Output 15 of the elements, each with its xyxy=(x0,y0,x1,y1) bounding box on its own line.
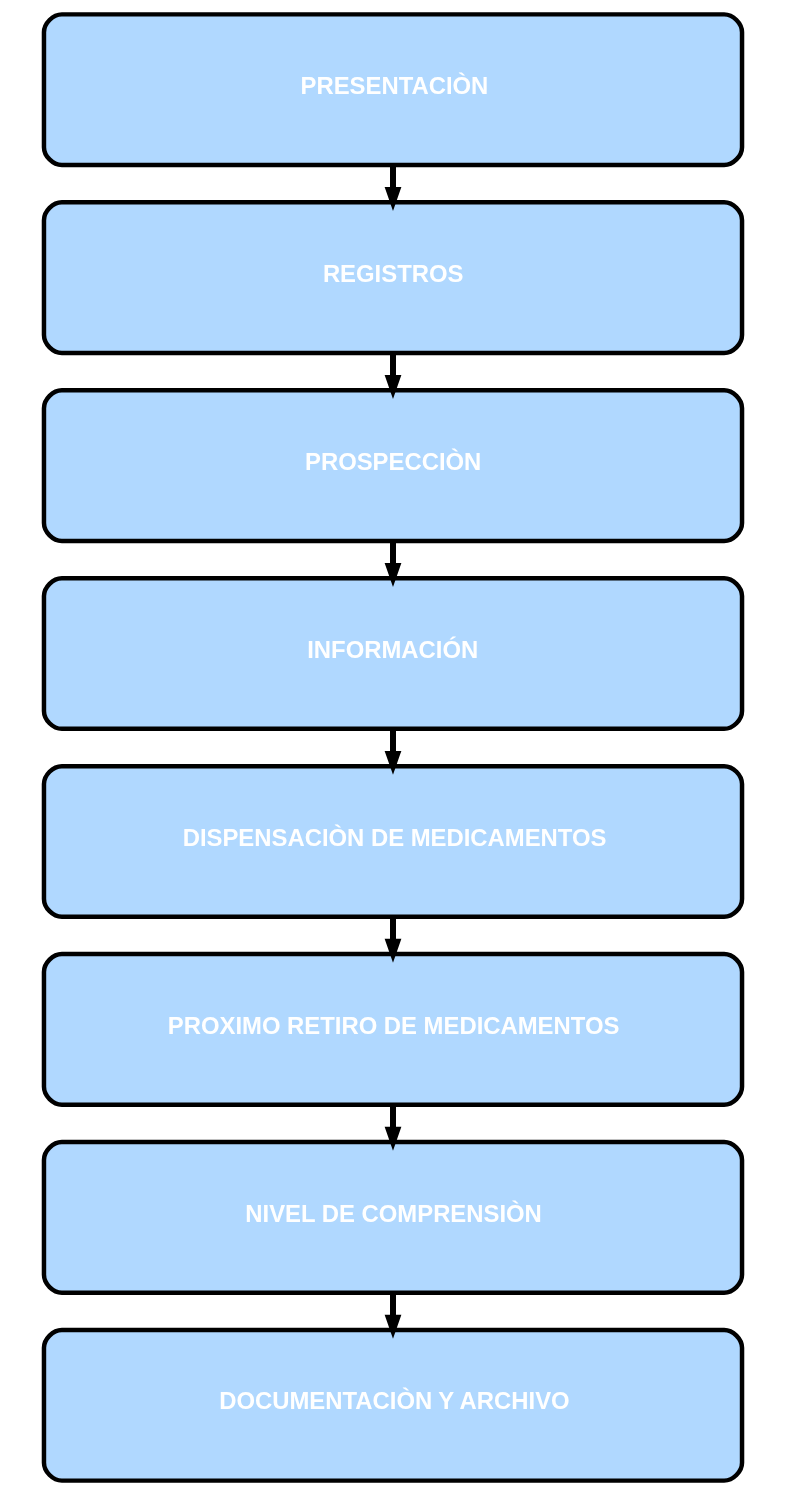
arrow xyxy=(384,353,402,399)
arrow xyxy=(384,541,402,587)
arrow xyxy=(384,1105,402,1151)
node-box: PRESENTACIÒN xyxy=(41,12,745,168)
node-box: DOCUMENTACIÒN Y ARCHIVO xyxy=(41,1327,745,1483)
arrow xyxy=(384,1293,402,1339)
node-box: PROXIMO RETIRO DE MEDICAMENTOS xyxy=(41,951,745,1107)
arrow xyxy=(384,729,402,775)
node-box: INFORMACIÓN xyxy=(41,575,745,732)
node-box: NIVEL DE COMPRENSIÒN xyxy=(41,1139,745,1295)
arrow xyxy=(384,917,402,963)
node-box: DISPENSACIÒN DE MEDICAMENTOS xyxy=(41,763,745,920)
arrow xyxy=(384,165,402,211)
node-box: REGISTROS xyxy=(41,200,745,356)
node-box: PROSPECCIÒN xyxy=(41,388,745,544)
